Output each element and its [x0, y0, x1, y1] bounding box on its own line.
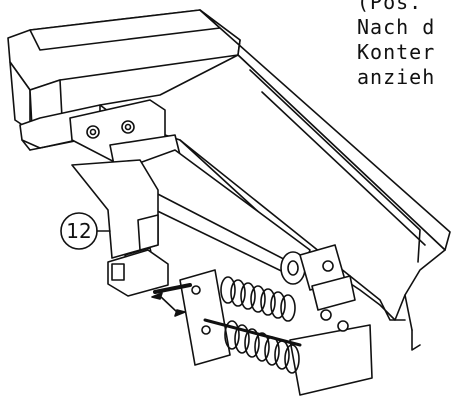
diagonal-beam	[99, 9, 451, 351]
text-line-3: Konter	[357, 40, 436, 64]
text-line-2: Nach d	[357, 15, 436, 39]
threaded-rods	[153, 283, 302, 347]
roller	[280, 244, 346, 291]
direction-arrow	[151, 292, 186, 317]
callout-number: 12	[66, 219, 92, 243]
text-line-1: (Pos.	[357, 0, 423, 14]
text-line-4: anzieh	[357, 65, 436, 89]
callout-12	[60, 212, 111, 250]
spring-upper	[220, 276, 296, 322]
spring-block	[107, 249, 373, 396]
